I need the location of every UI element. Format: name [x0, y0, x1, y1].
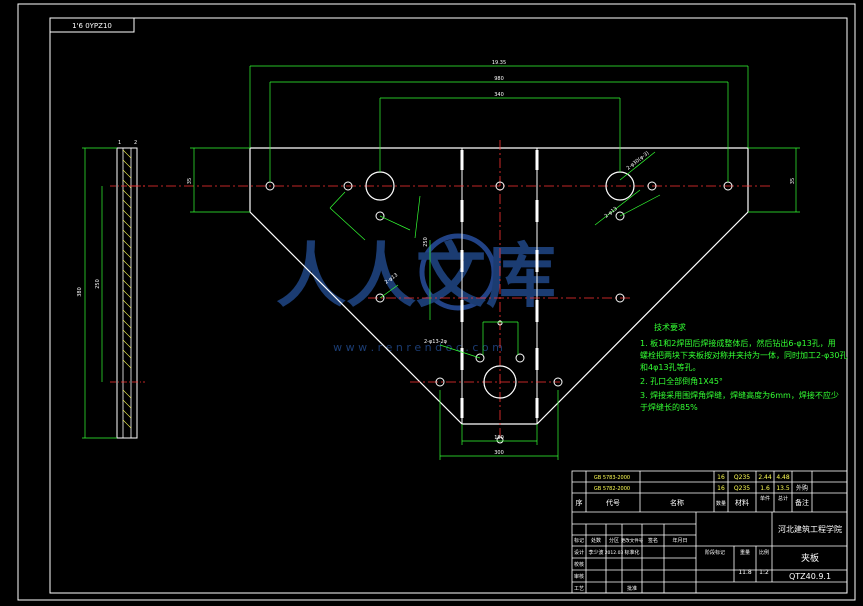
svg-text:处数: 处数	[591, 537, 601, 544]
part-2-w2: 4.48	[776, 474, 790, 481]
svg-text:更改文件号: 更改文件号	[621, 537, 644, 544]
dim-right-hole: 2-φ30(φ-3)	[626, 150, 651, 171]
notes-line-1: 1. 板1和2焊固后焊接成整体后，然后钻出6-φ13孔，用	[640, 338, 836, 348]
header-code: 代号	[606, 498, 620, 507]
dim-left-height: 35	[187, 178, 193, 184]
svg-text:2012.03: 2012.03	[605, 550, 624, 556]
svg-text:设计: 设计	[574, 549, 584, 556]
part-1-w1: 1.6	[760, 485, 770, 492]
front-view: 19.35 980 340 35 35 250 2-φ13 2-φ30(φ-3)…	[130, 60, 800, 460]
section-mark-1: 1	[118, 140, 121, 146]
side-view: 1 2 380 250	[77, 140, 145, 439]
notes-line-5: 3. 焊接采用围焊角焊缝，焊缝高度为6mm，焊接不应少	[640, 390, 839, 400]
svg-text:年月日: 年月日	[672, 537, 687, 544]
watermark-logo-text: 人人文库	[276, 235, 556, 317]
header-note: 备注	[795, 498, 809, 507]
svg-text:标准化: 标准化	[624, 549, 639, 556]
dim-right-height: 35	[790, 178, 796, 184]
weight-value: 11.8	[738, 569, 752, 576]
part-1-code: GB 5782-2000	[594, 486, 630, 492]
title-block	[571, 470, 848, 594]
school-name: 河北建筑工程学院	[778, 524, 842, 534]
part-1-material: Q235	[734, 485, 750, 492]
drawing-name: 夹板	[801, 552, 819, 564]
inner-frame	[49, 17, 848, 594]
part-1-qty: 16	[717, 485, 725, 492]
notes-line-6: 于焊缝长的85%	[640, 402, 698, 412]
header-name: 名称	[670, 498, 684, 507]
part-2-code: GB 5783-2000	[594, 475, 630, 481]
section-mark-2: 2	[134, 140, 137, 146]
dim-slot-height: 250	[423, 237, 429, 247]
scale-value: 1:2	[759, 569, 769, 576]
notes-line-4: 2. 孔口全部倒角1X45°	[640, 376, 723, 386]
dim-top-third: 340	[494, 92, 504, 98]
drawing-number: QTZ40.9.1	[789, 572, 831, 581]
part-1-note: 外购	[796, 484, 808, 492]
slot-dashes	[460, 150, 539, 418]
side-hatch	[122, 149, 132, 429]
parts-list: GB 5783-2000 16 Q235 2.44 4.48 GB 5782-2…	[576, 474, 810, 507]
dimension-lines	[190, 65, 800, 460]
dim-side-total: 380	[77, 287, 83, 297]
part-2-material: Q235	[734, 474, 750, 481]
svg-text:校核: 校核	[574, 561, 584, 568]
weight-label: 重量	[740, 549, 750, 556]
corner-tag-box	[49, 17, 135, 33]
watermark: 人人文库 w w w . r e n r e n d o c . c o m	[276, 233, 556, 354]
dim-bottom-inner: 180	[494, 435, 504, 441]
scale-label: 比例	[759, 549, 769, 556]
header-w2: 总计	[778, 495, 788, 502]
dim-lower-hole: 2-φ13-2φ	[424, 339, 448, 345]
svg-text:分区: 分区	[609, 537, 619, 544]
watermark-url: w w w . r e n r e n d o c . c o m	[333, 341, 503, 354]
part-1-w2: 13.5	[776, 485, 790, 492]
header-no: 序	[576, 498, 583, 507]
notes-line-2: 螺栓把两块下夹板按对称并夹持为一体，同时加工2-φ30孔	[640, 350, 847, 360]
svg-text:批准: 批准	[627, 585, 637, 592]
header-qty: 数量	[716, 500, 726, 507]
svg-text:李少波: 李少波	[588, 549, 603, 556]
corner-tag-text: 1'6 0YPZ10	[72, 22, 112, 30]
part-2-w1: 2.44	[758, 474, 772, 481]
header-w1: 单件	[760, 495, 770, 502]
svg-text:签名: 签名	[648, 537, 658, 544]
part-2-qty: 16	[717, 474, 725, 481]
signature-rows: 标记 处数 分区 更改文件号 签名 年月日 设计 李少波 2012.03 标准化…	[574, 537, 688, 592]
dim-bottom-outer: 300	[494, 450, 504, 456]
dim-top-second: 980	[494, 76, 504, 82]
outer-frame	[17, 3, 856, 601]
stage-label: 阶段标记	[705, 549, 725, 556]
svg-text:工艺: 工艺	[574, 586, 584, 592]
svg-text:审核: 审核	[574, 573, 584, 580]
dim-side-mid: 250	[95, 279, 101, 289]
technical-notes: 技术要求 1. 板1和2焊固后焊接成整体后，然后钻出6-φ13孔，用 螺栓把两块…	[640, 322, 847, 412]
svg-text:标记: 标记	[574, 537, 584, 544]
notes-title: 技术要求	[654, 322, 686, 332]
header-material: 材料	[735, 498, 749, 507]
notes-line-3: 和4φ13孔等孔。	[640, 362, 701, 372]
dim-top-overall: 19.35	[492, 60, 506, 66]
